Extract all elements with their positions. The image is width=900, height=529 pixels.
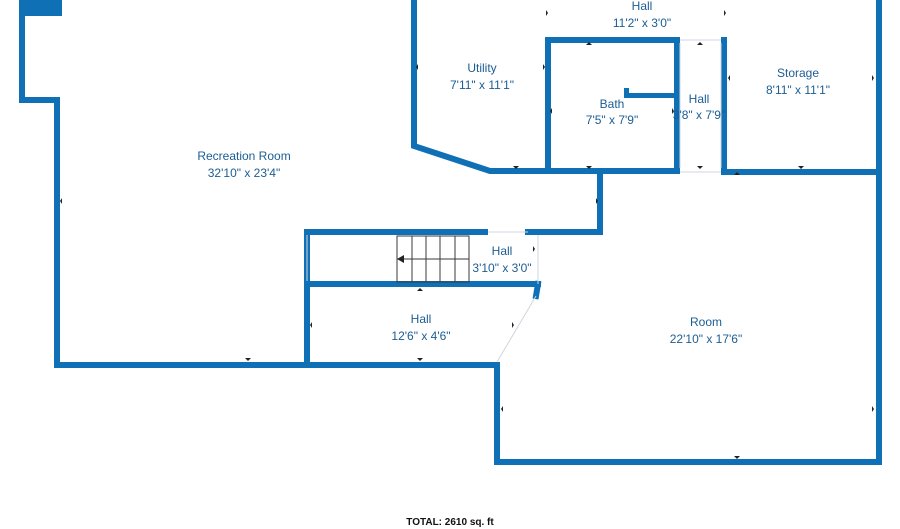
storage-name: Storage (777, 66, 819, 80)
bath-fixture (624, 93, 677, 98)
bath-name: Bath (600, 97, 625, 111)
door-opening (496, 295, 537, 363)
utility-wall (411, 0, 680, 174)
total-area-label: TOTAL: 2610 sq. ft (406, 517, 494, 528)
interior-wall (525, 168, 603, 235)
hall-narrow-name: Hall (689, 92, 710, 106)
storage-dims: 8'11" x 11'1" (766, 83, 830, 97)
hall-top-dims: 11'2" x 3'0" (613, 16, 671, 30)
utility-dims: 7'11" x 11'1" (450, 78, 514, 92)
recreation-room-wall (19, 0, 882, 465)
dimension-markers (60, 10, 874, 459)
hall-narrow-dims: 3'8" x 7'9" (673, 108, 725, 122)
wall-block (22, 0, 62, 16)
hall-lower-name: Hall (411, 312, 432, 326)
hall-lower-dims: 12'6" x 4'6" (391, 329, 450, 343)
bath-fixture (624, 88, 629, 98)
staircase (396, 235, 470, 283)
utility-name: Utility (467, 61, 496, 75)
hall-stair-name: Hall (492, 244, 513, 258)
room-name: Room (690, 315, 722, 329)
hall-stair-dims: 3'10" x 3'0" (472, 261, 531, 275)
recreation-room-name: Recreation Room (197, 149, 290, 163)
lower-hall-diagonal (532, 280, 542, 300)
stair-wall (304, 229, 488, 363)
room-dims: 22'10" x 17'6" (670, 332, 743, 346)
recreation-room-dims: 32'10" x 23'4" (208, 166, 281, 180)
hall-top-name: Hall (632, 0, 653, 13)
bath-wall (545, 37, 680, 174)
bath-dims: 7'5" x 7'9" (586, 113, 638, 127)
storage-wall (721, 0, 882, 175)
